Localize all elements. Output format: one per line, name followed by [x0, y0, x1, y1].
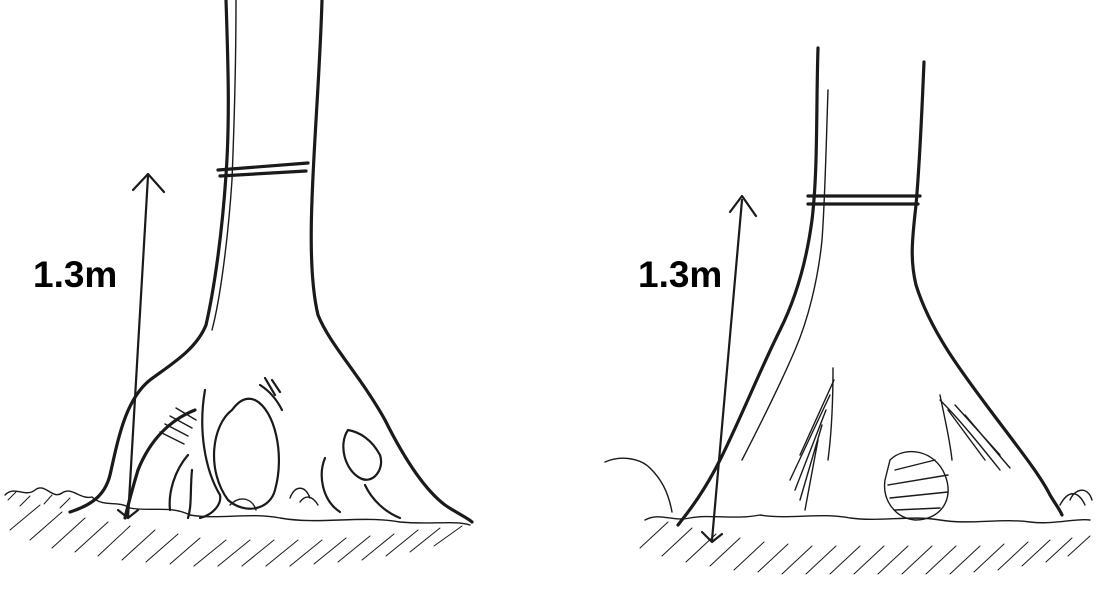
right-dbh-band: [806, 194, 922, 206]
left-arrow-shaft: [126, 174, 150, 520]
left-arrow-tail: [116, 508, 140, 520]
right-shading-center: [883, 450, 949, 521]
right-arrow-shaft: [710, 198, 744, 542]
right-trunk-left-edge-sketch: [741, 89, 829, 461]
right-arrow-head: [728, 194, 758, 218]
left-buttress-root-6: [320, 456, 402, 520]
left-buttress-root-1: [198, 388, 222, 520]
right-height-label: 1.3m: [638, 254, 723, 295]
left-buttress-root-7: [258, 376, 284, 412]
right-tree: [604, 46, 1093, 575]
left-arrow-head: [131, 172, 166, 194]
left-ground-scribble: [7, 491, 71, 509]
right-trunk-crease: [827, 367, 953, 461]
right-shading-right: [939, 399, 1011, 471]
left-ground-line: [4, 487, 471, 526]
right-ground-tufts: [1059, 489, 1093, 506]
left-root-hatch: [159, 407, 197, 445]
right-trunk-left-edge: [676, 46, 820, 527]
left-buttress-root-5: [342, 428, 383, 481]
left-trunk-left-edge: [68, 0, 230, 514]
right-arrow-tail: [700, 530, 724, 544]
left-tree: [4, 0, 474, 567]
right-trunk-right-edge: [910, 60, 1064, 517]
left-dbh-band: [216, 161, 310, 178]
right-height-arrow: [700, 194, 758, 544]
left-ground-hatch: [9, 504, 463, 567]
left-buttress-root-8: [229, 487, 319, 511]
left-trunk-right-edge: [309, 0, 474, 524]
left-height-label: 1.3m: [33, 254, 118, 295]
right-ground-hatch: [639, 521, 1091, 575]
left-trunk-left-edge-sketch: [211, 0, 237, 331]
left-buttress-root-3: [123, 408, 197, 520]
left-height-arrow: [116, 172, 166, 520]
left-buttress-root-2: [212, 397, 281, 510]
right-shading-left: [789, 379, 835, 511]
left-buttress-root-4: [168, 453, 194, 520]
right-ground-line: [604, 457, 1091, 524]
